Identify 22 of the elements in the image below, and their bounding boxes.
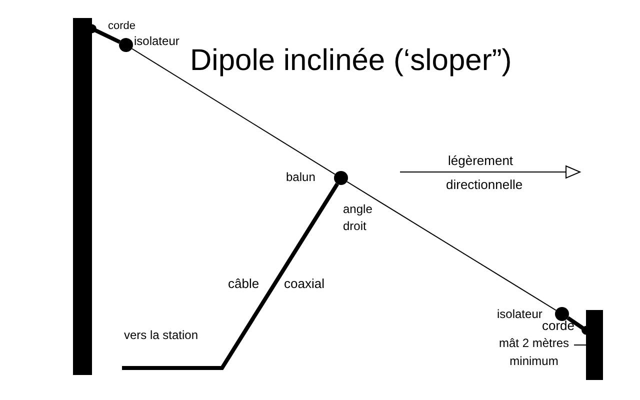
coaxial-cable <box>122 182 339 370</box>
rope-label: corde <box>108 19 136 33</box>
title: Dipole inclinée (‘sloper”) <box>190 44 512 78</box>
angle-label: angle droit <box>343 201 374 235</box>
direction-label: directionnelle <box>446 176 523 194</box>
part-label: balun <box>286 169 316 185</box>
part-label: isolateur <box>134 33 180 49</box>
direction-label: légèrement <box>448 152 514 170</box>
mast-bar <box>586 310 603 380</box>
insulator-dot <box>334 171 348 185</box>
insulator-dot <box>119 38 133 52</box>
mast-bar <box>73 18 92 375</box>
note-text: mât 2 mètres minimum <box>494 334 574 370</box>
cable-label: câble <box>228 275 260 293</box>
cable-label: coaxial <box>284 275 324 293</box>
rope-label: corde <box>542 318 575 334</box>
part-label: isolateur <box>497 306 542 322</box>
note-text: vers la station <box>124 326 216 366</box>
antenna-wire <box>346 181 556 311</box>
antenna-wire <box>132 48 336 175</box>
leader-line <box>574 344 586 346</box>
insulator-dot <box>555 307 569 321</box>
